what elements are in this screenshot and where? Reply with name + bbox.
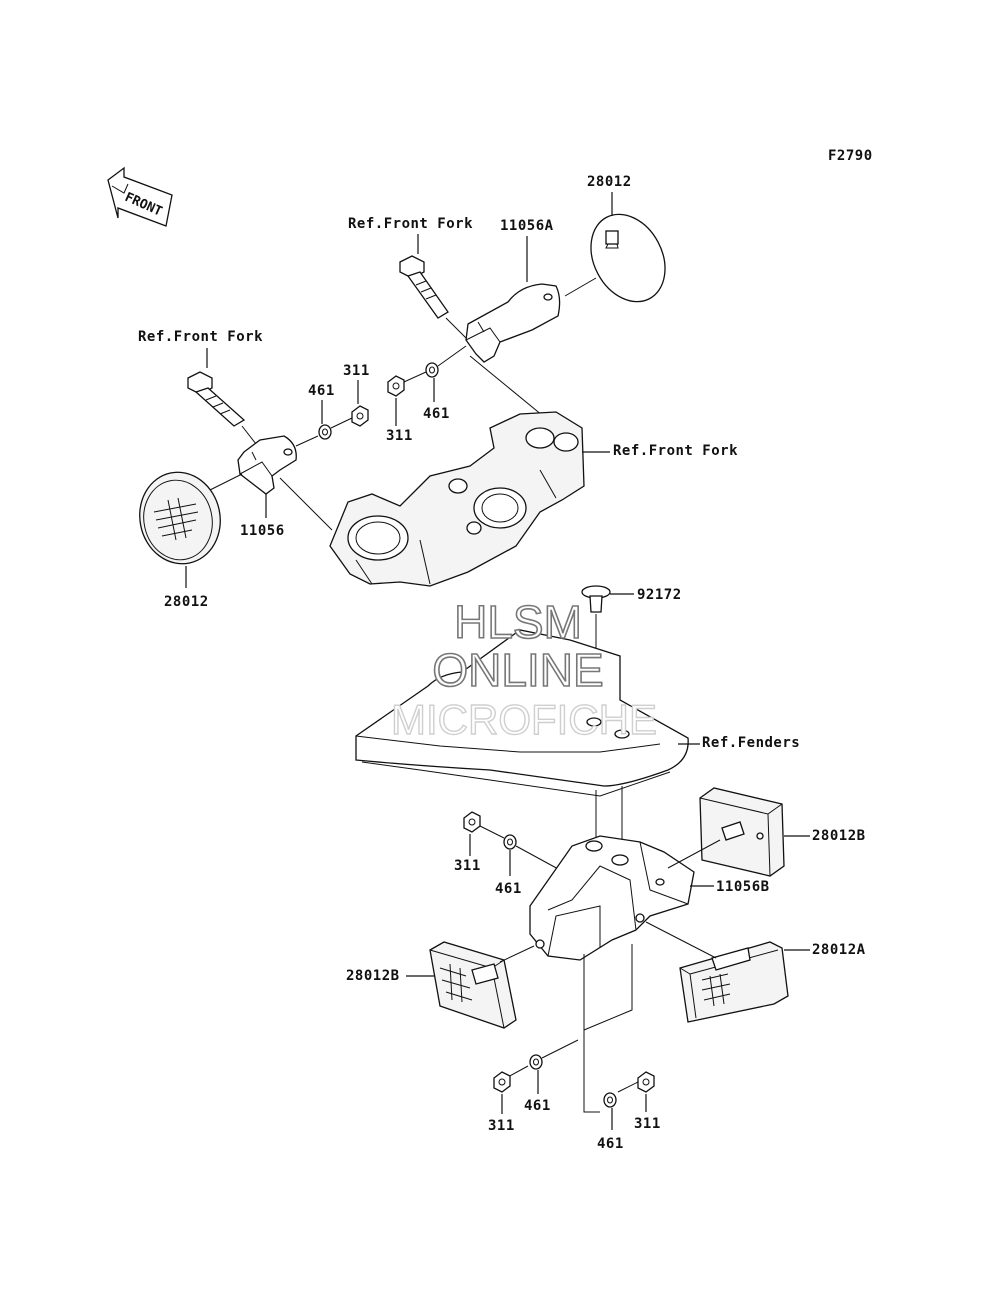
label-311-mid: 311 <box>454 858 481 874</box>
front-fender <box>355 629 689 797</box>
washer-461-bottom-left <box>529 1054 543 1070</box>
guide-28012B-right <box>667 839 721 869</box>
reflector-28012-left <box>139 471 221 565</box>
label-461-mid: 461 <box>495 881 522 897</box>
reflector-28012A <box>679 941 789 1023</box>
nut-311-upper-mid <box>387 375 405 397</box>
label-311-upper-mid: 311 <box>386 428 413 444</box>
guide-washer-upper-mid <box>437 345 467 367</box>
front-direction-arrow: FRONT <box>107 166 173 227</box>
label-ref-front-fork-top: Ref.Front Fork <box>348 216 473 232</box>
screw-92172 <box>581 585 611 613</box>
label-311-upper-left: 311 <box>343 363 370 379</box>
guide-11056 <box>279 477 333 531</box>
guide-11056A <box>469 355 549 421</box>
washer-461-mid <box>503 834 517 850</box>
guide-28012A <box>645 921 717 959</box>
reflector-28012-upper <box>590 213 666 303</box>
watermark-line1: HLSM <box>454 596 582 648</box>
label-461-bottom-left: 461 <box>524 1098 551 1114</box>
washer-461-upper-left <box>318 424 332 440</box>
reflector-grid-28012B-left <box>439 963 473 1003</box>
label-28012-left: 28012 <box>164 594 209 610</box>
bracket-11056B <box>529 835 695 961</box>
guide-nut-upper-left <box>330 417 353 429</box>
guide-bolt-upper <box>445 317 469 341</box>
guide-28012B-left <box>499 945 535 963</box>
watermark-line3: MICROFICHE <box>391 696 657 743</box>
washer-461-bottom-right <box>603 1092 617 1108</box>
label-ref-fenders: Ref.Fenders <box>702 735 800 751</box>
guide-bolt-left <box>241 425 257 445</box>
label-92172: 92172 <box>637 587 682 603</box>
bolt-left <box>187 371 246 427</box>
label-461-upper-mid: 461 <box>423 406 450 422</box>
nut-311-bottom-right <box>637 1071 655 1093</box>
washer-461-upper-mid <box>425 362 439 378</box>
reflector-grid-28012A <box>701 973 731 1007</box>
nut-311-mid <box>463 811 481 833</box>
reflector-28012B-right <box>699 787 785 877</box>
guide-washer-upper-left <box>295 435 319 447</box>
label-ref-front-fork-right: Ref.Front Fork <box>613 443 738 459</box>
label-11056B: 11056B <box>716 879 770 895</box>
label-28012-top: 28012 <box>587 174 632 190</box>
bracket-11056A <box>465 283 561 363</box>
label-28012B-left: 28012B <box>346 968 400 984</box>
label-ref-front-fork-left: Ref.Front Fork <box>138 329 263 345</box>
label-311-bottom-right: 311 <box>634 1116 661 1132</box>
reflector-28012B-left <box>429 941 517 1029</box>
label-461-bottom-right: 461 <box>597 1136 624 1152</box>
nut-311-bottom-left <box>493 1071 511 1093</box>
watermark-line2: ONLINE <box>432 644 603 696</box>
label-28012B-right: 28012B <box>812 828 866 844</box>
label-28012A: 28012A <box>812 942 866 958</box>
guide-28012-top <box>564 277 597 297</box>
guide-28012-left <box>205 473 243 493</box>
nut-311-upper-left <box>351 405 369 427</box>
watermark: HLSM ONLINE MICROFICHE <box>390 595 657 744</box>
bracket-11056 <box>237 435 297 495</box>
guide-nut-bottom-right <box>617 1081 639 1093</box>
label-461-upper-left: 461 <box>308 383 335 399</box>
fork-lower-bracket <box>329 411 585 587</box>
guide-nut-mid <box>479 825 505 839</box>
bolt-upper <box>399 255 449 319</box>
figure-code: F2790 <box>828 148 873 164</box>
guide-bottom-left <box>583 954 600 1113</box>
guide-bottom-right <box>583 944 633 1031</box>
guide-washer-bottom-left <box>541 1039 579 1059</box>
label-311-bottom-left: 311 <box>488 1118 515 1134</box>
reflector-grid-left <box>153 497 199 541</box>
guide-nut-upper-mid <box>403 371 427 383</box>
label-11056A: 11056A <box>500 218 554 234</box>
label-11056: 11056 <box>240 523 285 539</box>
guide-washer-mid <box>515 845 561 871</box>
